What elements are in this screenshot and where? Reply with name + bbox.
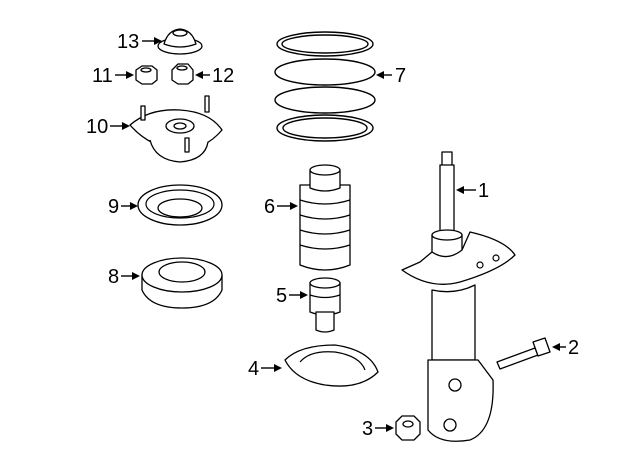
- svg-text:6: 6: [264, 196, 275, 218]
- part-2-bolt[interactable]: [496, 337, 551, 370]
- part-11-nut[interactable]: [135, 65, 158, 85]
- callout-6: 6: [264, 196, 298, 218]
- callout-12: 12: [195, 65, 234, 87]
- callout-4: 4: [248, 358, 282, 380]
- part-9-upper-seat[interactable]: [137, 184, 223, 226]
- svg-text:13: 13: [117, 31, 139, 53]
- callout-11: 11: [92, 65, 134, 87]
- callout-7: 7: [376, 65, 406, 87]
- callout-5: 5: [276, 285, 308, 307]
- part-8-bearing[interactable]: [141, 257, 223, 309]
- part-3-nut[interactable]: [395, 415, 421, 441]
- callout-1: 1: [456, 180, 489, 202]
- svg-text:5: 5: [276, 285, 287, 307]
- part-13-dust-cap[interactable]: [157, 28, 203, 55]
- callout-8: 8: [108, 266, 140, 288]
- svg-text:3: 3: [362, 418, 373, 440]
- svg-text:7: 7: [395, 65, 406, 87]
- svg-text:4: 4: [248, 358, 259, 380]
- part-1-strut-assembly[interactable]: [401, 151, 516, 442]
- callout-10: 10: [86, 116, 130, 138]
- svg-text:1: 1: [478, 180, 489, 202]
- part-7-coil-spring[interactable]: [274, 31, 376, 142]
- part-10-strut-mount[interactable]: [129, 95, 223, 163]
- svg-text:10: 10: [86, 116, 108, 138]
- callout-2: 2: [552, 337, 579, 359]
- callout-3: 3: [362, 418, 394, 440]
- part-5-bump-stop[interactable]: [309, 277, 341, 333]
- part-4-lower-seat[interactable]: [284, 344, 379, 387]
- svg-text:8: 8: [108, 266, 119, 288]
- svg-text:12: 12: [212, 65, 234, 87]
- svg-text:11: 11: [92, 65, 113, 87]
- part-12-nut[interactable]: [171, 63, 194, 85]
- callout-13: 13: [117, 31, 162, 53]
- svg-text:2: 2: [568, 337, 579, 359]
- svg-text:9: 9: [108, 196, 119, 218]
- callout-9: 9: [108, 196, 138, 218]
- part-6-dust-boot[interactable]: [299, 164, 351, 271]
